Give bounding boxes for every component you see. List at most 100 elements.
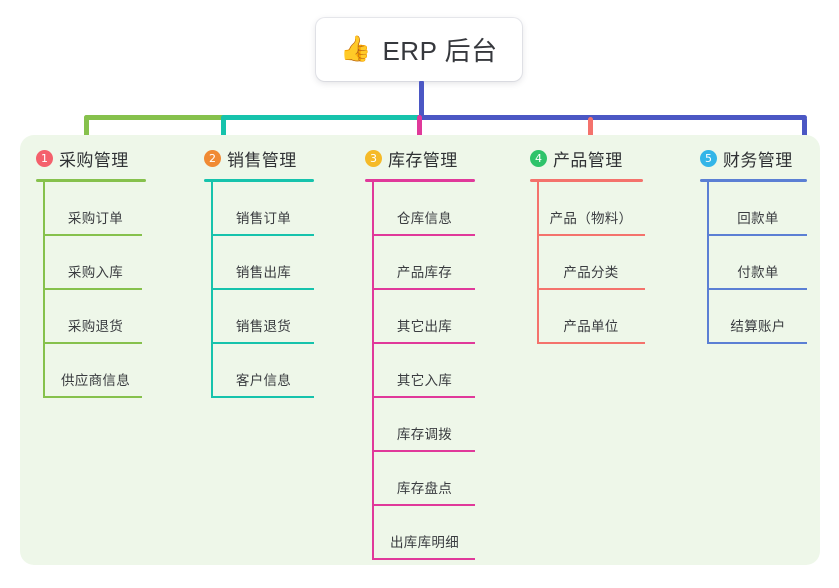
- column-inventory: 3 库存管理仓库信息产品库存其它出库其它入库库存调拨库存盘点出库库明细: [365, 145, 475, 560]
- list-item-rule: [45, 342, 142, 344]
- list-item-label: 其它入库: [396, 373, 453, 388]
- connector-drop-column-4: [588, 117, 593, 146]
- column-spine-line: [707, 182, 709, 344]
- list-item[interactable]: 产品（物料）: [539, 182, 645, 236]
- root-node-title: ERP 后台: [382, 36, 498, 66]
- list-item[interactable]: 产品单位: [539, 290, 645, 344]
- list-item[interactable]: 采购退货: [45, 290, 146, 344]
- column-spine-line: [372, 182, 374, 560]
- list-item[interactable]: 产品分类: [539, 236, 645, 290]
- column-number-badge: 3: [365, 149, 382, 167]
- column-header-rule: [36, 179, 146, 182]
- list-item-rule: [374, 396, 475, 398]
- list-item-label: 客户信息: [235, 373, 292, 388]
- connector-trunk-vertical: [419, 81, 424, 120]
- list-item-label: 出库库明细: [390, 535, 459, 550]
- list-item-label: 采购订单: [67, 211, 124, 226]
- column-title: 产品管理: [553, 150, 623, 170]
- column-header[interactable]: 4 产品管理: [530, 145, 643, 171]
- list-item-label: 回款单: [737, 211, 779, 226]
- list-item[interactable]: 库存盘点: [374, 452, 475, 506]
- thumbs-up-icon: 👍: [340, 35, 372, 63]
- list-item-rule: [709, 234, 807, 236]
- list-item-rule: [374, 504, 475, 506]
- list-item[interactable]: 仓库信息: [374, 182, 475, 236]
- list-item-label: 仓库信息: [396, 211, 453, 226]
- column-spine-line: [43, 182, 45, 398]
- list-item-label: 产品库存: [396, 265, 453, 280]
- column-header[interactable]: 5 财务管理: [700, 145, 807, 171]
- list-item-rule: [374, 342, 475, 344]
- list-item[interactable]: 销售退货: [213, 290, 314, 344]
- list-item[interactable]: 采购订单: [45, 182, 146, 236]
- connector-bar-segment-teal: [224, 115, 420, 120]
- column-finance: 5 财务管理回款单付款单结算账户: [700, 145, 807, 344]
- column-product: 4 产品管理产品（物料） 产品分类产品单位: [530, 145, 645, 344]
- list-item[interactable]: 出库库明细: [374, 506, 475, 560]
- column-item-list: 回款单付款单结算账户: [707, 182, 807, 344]
- list-item-rule: [374, 450, 475, 452]
- list-item-label: 结算账户: [730, 319, 786, 334]
- list-item-label: 销售出库: [235, 265, 292, 280]
- list-item-rule: [45, 234, 142, 236]
- column-spine-line: [211, 182, 213, 398]
- list-item-label: 采购入库: [67, 265, 124, 280]
- list-item-label: 产品单位: [563, 319, 619, 334]
- list-item-label: 销售订单: [235, 211, 292, 226]
- list-item-label: 库存调拨: [396, 427, 453, 442]
- list-item-rule: [374, 558, 475, 560]
- list-item[interactable]: 其它入库: [374, 344, 475, 398]
- list-item[interactable]: 产品库存: [374, 236, 475, 290]
- column-spine-line: [537, 182, 539, 344]
- list-item[interactable]: 供应商信息: [45, 344, 146, 398]
- column-title: 财务管理: [723, 150, 793, 170]
- column-number-badge: 5: [700, 149, 717, 167]
- list-item[interactable]: 库存调拨: [374, 398, 475, 452]
- column-number-badge: 2: [204, 149, 221, 167]
- column-title: 库存管理: [388, 150, 458, 170]
- column-number-badge: 4: [530, 149, 547, 167]
- connector-drop-column-2: [221, 115, 226, 146]
- list-item[interactable]: 客户信息: [213, 344, 314, 398]
- connector-bar-segment-blue: [418, 115, 807, 120]
- column-item-list: 仓库信息产品库存其它出库其它入库库存调拨库存盘点出库库明细: [372, 182, 475, 560]
- column-header[interactable]: 3 库存管理: [365, 145, 475, 171]
- list-item[interactable]: 销售订单: [213, 182, 314, 236]
- column-header-rule: [700, 179, 807, 182]
- column-item-list: 采购订单采购入库采购退货供应商信息: [43, 182, 146, 398]
- column-header[interactable]: 2 销售管理: [204, 145, 314, 171]
- list-item-label: 供应商信息: [61, 373, 130, 388]
- list-item-rule: [709, 342, 807, 344]
- root-node-card[interactable]: 👍 ERP 后台: [316, 18, 522, 81]
- list-item-rule: [374, 234, 475, 236]
- column-title: 销售管理: [227, 150, 297, 170]
- column-title: 采购管理: [59, 150, 129, 170]
- list-item-label: 产品（物料）: [549, 211, 633, 226]
- list-item[interactable]: 其它出库: [374, 290, 475, 344]
- list-item-rule: [45, 288, 142, 290]
- list-item-rule: [213, 342, 314, 344]
- list-item-rule: [213, 396, 314, 398]
- column-item-list: 销售订单销售出库销售退货客户信息: [211, 182, 314, 398]
- list-item-rule: [539, 234, 645, 236]
- list-item[interactable]: 付款单: [709, 236, 807, 290]
- list-item[interactable]: 销售出库: [213, 236, 314, 290]
- diagram-panel: [20, 135, 820, 565]
- list-item[interactable]: 回款单: [709, 182, 807, 236]
- column-header-rule: [530, 179, 643, 182]
- connector-drop-column-5: [802, 117, 807, 146]
- connector-bar-segment-green: [84, 115, 225, 120]
- connector-drop-column-3: [417, 115, 422, 146]
- connector-drop-column-1: [84, 115, 89, 146]
- list-item-rule: [539, 288, 645, 290]
- column-sales: 2 销售管理销售订单销售出库销售退货客户信息: [204, 145, 314, 398]
- list-item-rule: [45, 396, 142, 398]
- list-item-rule: [374, 288, 475, 290]
- list-item[interactable]: 采购入库: [45, 236, 146, 290]
- list-item-rule: [539, 342, 645, 344]
- list-item-rule: [709, 288, 807, 290]
- list-item-rule: [213, 288, 314, 290]
- list-item[interactable]: 结算账户: [709, 290, 807, 344]
